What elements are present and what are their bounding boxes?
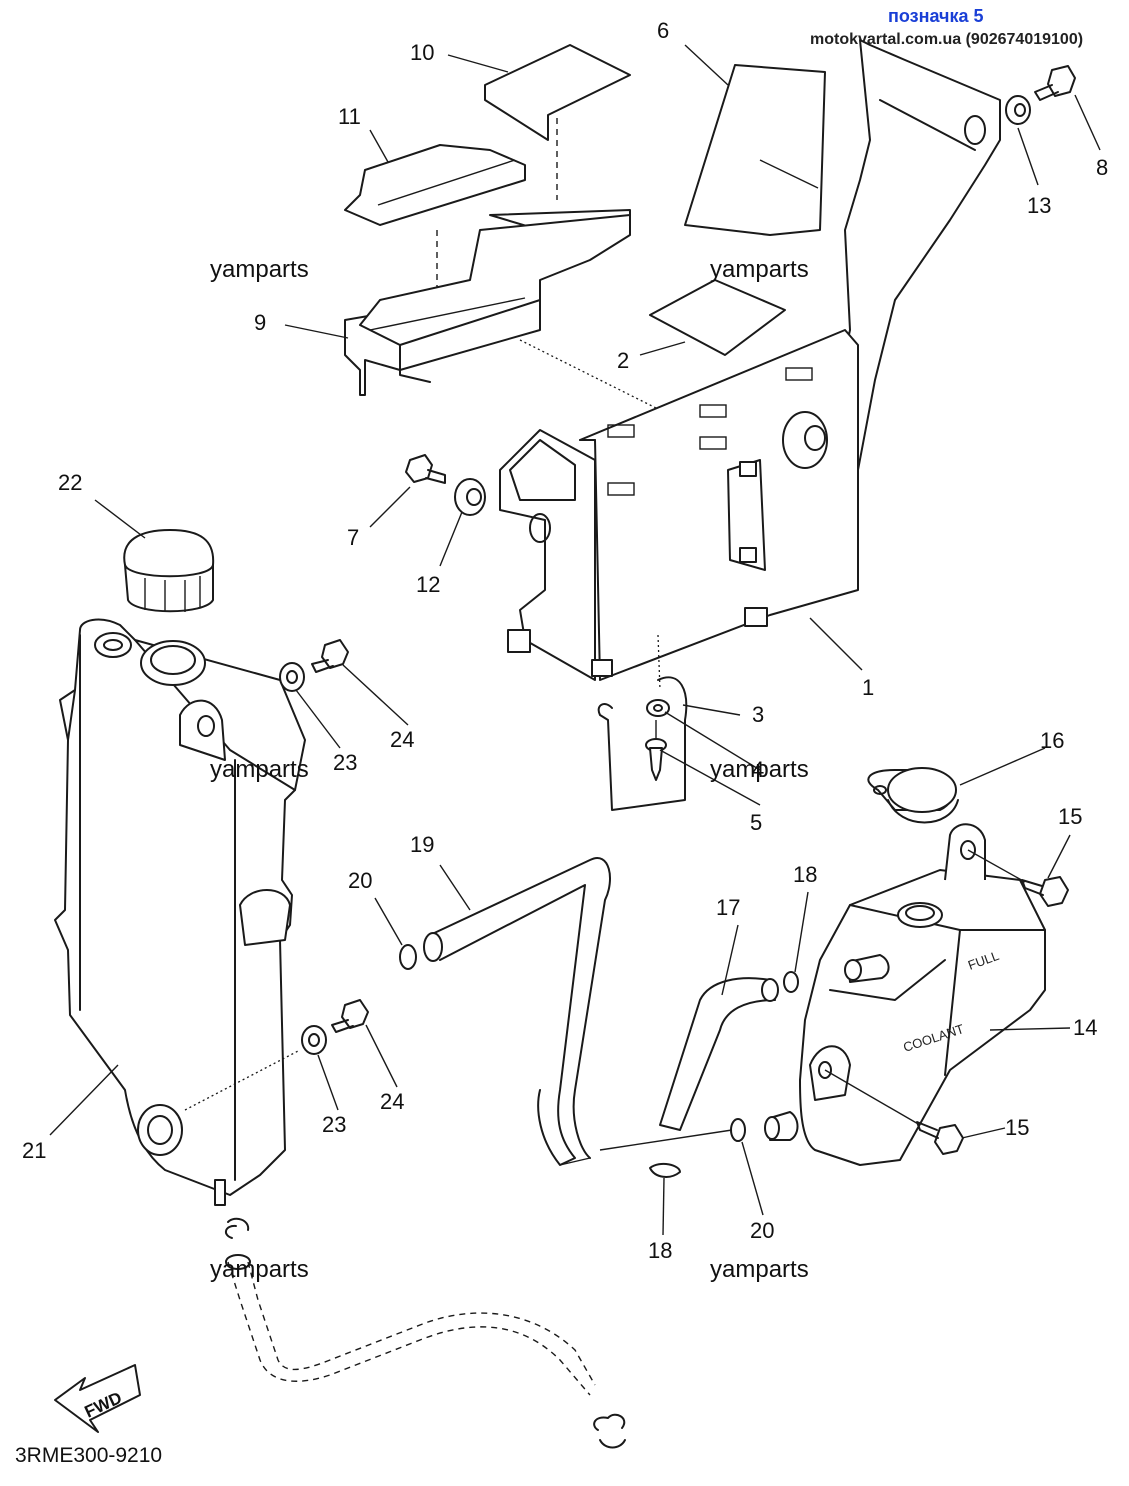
part-8-bolt: [1034, 65, 1076, 101]
part-22-radiator-cap: [123, 529, 215, 613]
part-23-grommet-lower: [301, 1025, 327, 1055]
part-9-battery-box: [344, 209, 701, 431]
part-19-hose: [423, 857, 611, 1166]
part-17-hose: [659, 977, 779, 1131]
part-13-collar: [1005, 95, 1031, 125]
part-16-tank-cap: [867, 767, 959, 824]
callout-3: 3: [752, 702, 764, 727]
part-23-grommet-upper: [279, 662, 305, 692]
part-14-coolant-reservoir: FULL COOLANT: [764, 823, 1046, 1166]
part-3-wire-clip: [597, 676, 688, 811]
part-15-bolt-lower: [916, 1121, 964, 1155]
fwd-arrow: FWD: [54, 1364, 141, 1433]
callout-19: 19: [410, 832, 434, 857]
part-20-clamp-upper: [399, 944, 417, 970]
callout-7: 7: [347, 525, 359, 550]
part-10-cover-plate: [484, 44, 631, 200]
part-6-pad: [684, 64, 826, 236]
callout-13: 13: [1027, 193, 1051, 218]
callout-17: 17: [716, 895, 740, 920]
callout-5: 5: [750, 810, 762, 835]
watermarks: yamparts yamparts yamparts yamparts yamp…: [210, 256, 809, 1283]
callout-21: 21: [22, 1138, 46, 1163]
callout-6: 6: [657, 18, 669, 43]
callout-10: 10: [410, 40, 434, 65]
callout-4: 4: [752, 757, 764, 782]
part-15-bolt-upper: [967, 849, 1069, 907]
callout-18-upper: 18: [793, 862, 817, 887]
diagram-code: 3RME300-9210: [15, 1444, 162, 1467]
callout-24-lower: 24: [380, 1089, 404, 1114]
callout-15-upper: 15: [1058, 804, 1082, 829]
callout-12: 12: [416, 572, 440, 597]
part-18-clamp-lower: [649, 1162, 681, 1178]
part-4-washer: [646, 699, 670, 717]
callout-1: 1: [862, 675, 874, 700]
callout-numbers: 1 2 3 4 5 6 7 8 9 10 11 12 13 14 15 15 1…: [22, 18, 1108, 1263]
part-21-radiator: [54, 618, 306, 1206]
part-12-grommet: [454, 478, 486, 516]
callout-23-lower: 23: [322, 1112, 346, 1137]
watermark-6: yamparts: [710, 1256, 809, 1283]
callout-11: 11: [338, 104, 361, 129]
callout-16: 16: [1040, 728, 1064, 753]
watermark-1: yamparts: [210, 256, 309, 283]
part-2-small-pad: [649, 279, 786, 356]
callout-20-upper: 20: [348, 868, 372, 893]
watermark-4: yamparts: [710, 756, 809, 783]
watermark-3: yamparts: [210, 756, 309, 783]
callout-8: 8: [1096, 155, 1108, 180]
callout-15-lower: 15: [1005, 1115, 1029, 1140]
header-title: позначка 5: [888, 6, 984, 26]
drain-hose: [224, 1217, 626, 1449]
part-18-clamp-upper: [783, 971, 799, 993]
part-1-frame-panel: [499, 39, 1001, 691]
part-24-bolt-lower: [331, 999, 369, 1033]
callout-2: 2: [617, 348, 629, 373]
part-24-bolt-upper: [311, 639, 349, 673]
callout-24-upper: 24: [390, 727, 414, 752]
callout-23-upper: 23: [333, 750, 357, 775]
leader-lines: [49, 44, 1101, 1236]
callout-9: 9: [254, 310, 266, 335]
part-20-clamp-lower: [599, 1118, 746, 1151]
part-5-pin: [645, 720, 667, 781]
header-subtitle: motokvartal.com.ua (902674019100): [810, 31, 1083, 48]
callout-18-lower: 18: [648, 1238, 672, 1263]
callout-20-lower: 20: [750, 1218, 774, 1243]
part-11-bracket-strip: [344, 144, 526, 320]
watermark-2: yamparts: [710, 256, 809, 283]
watermark-5: yamparts: [210, 1256, 309, 1283]
callout-14: 14: [1073, 1015, 1097, 1040]
callout-22: 22: [58, 470, 82, 495]
part-7-bolt: [405, 454, 446, 484]
